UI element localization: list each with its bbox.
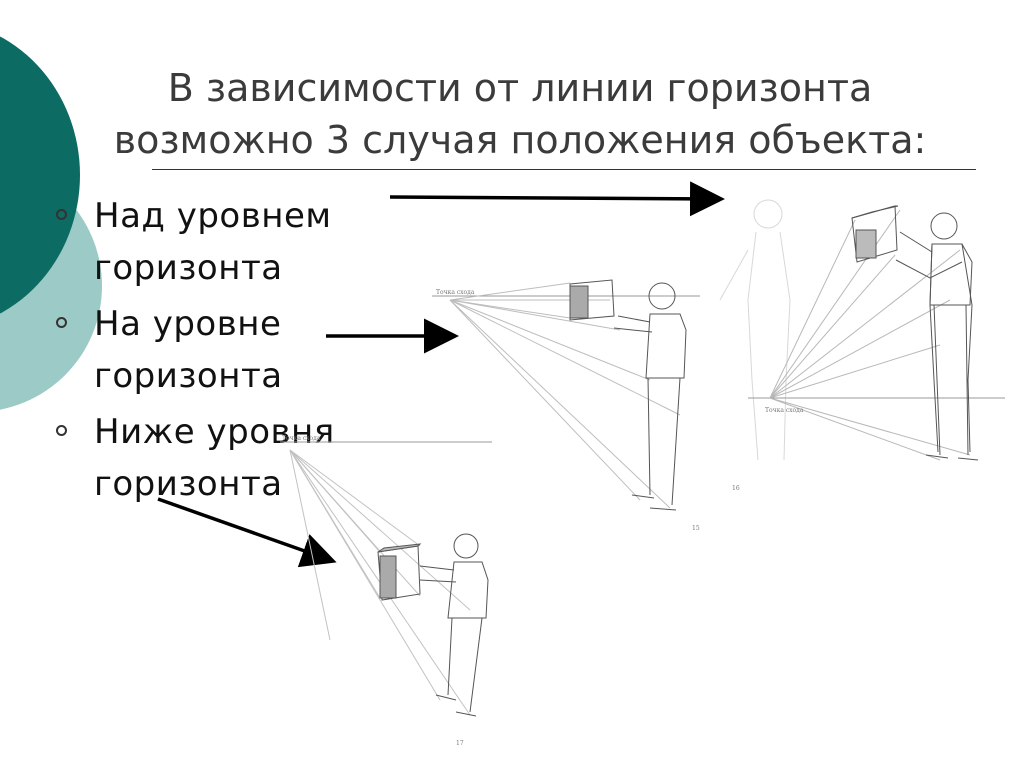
figure-below-horizon: Точка схода 17 xyxy=(280,435,492,747)
bullet-text-line2: горизонта xyxy=(94,248,283,288)
figure-label: Точка схода xyxy=(282,435,321,442)
arrow-right-icon xyxy=(157,497,337,568)
title-line-1: В зависимости от линии горизонта xyxy=(167,66,873,110)
hollow-circle-bullet-icon xyxy=(56,317,67,328)
bullet-item-at-horizon: На уровне горизонта xyxy=(56,298,416,402)
bullet-item-above-horizon: Над уровнем горизонта xyxy=(56,190,416,294)
figure-above-horizon: Точка схода 16 xyxy=(719,199,1005,492)
hollow-circle-bullet-icon xyxy=(56,425,67,436)
figure-at-horizon: Точка схода 15 xyxy=(432,279,700,532)
slide-title: В зависимости от линии горизонта возможн… xyxy=(80,62,960,166)
title-underline xyxy=(152,169,976,170)
page-number: 15 xyxy=(692,525,700,532)
hollow-circle-bullet-icon xyxy=(56,209,67,220)
figure-label: Точка схода xyxy=(436,289,475,296)
page-number: 16 xyxy=(732,485,740,492)
bullet-text-line2: горизонта xyxy=(94,464,283,504)
bullet-text-line1: Ниже уровня xyxy=(94,412,335,452)
figure-label: Точка схода xyxy=(765,407,804,414)
title-line-2: возможно 3 случая положения объекта: xyxy=(113,118,927,162)
page-number: 17 xyxy=(456,740,464,747)
bullet-text-line1: На уровне xyxy=(94,304,282,344)
arrow-right-icon xyxy=(389,181,725,217)
bullet-item-below-horizon: Ниже уровня горизонта xyxy=(56,406,416,510)
bullet-list: Над уровнем горизонта На уровне горизонт… xyxy=(56,190,416,514)
bullet-text-line2: горизонта xyxy=(94,356,283,396)
bullet-text-line1: Над уровнем xyxy=(94,196,332,236)
